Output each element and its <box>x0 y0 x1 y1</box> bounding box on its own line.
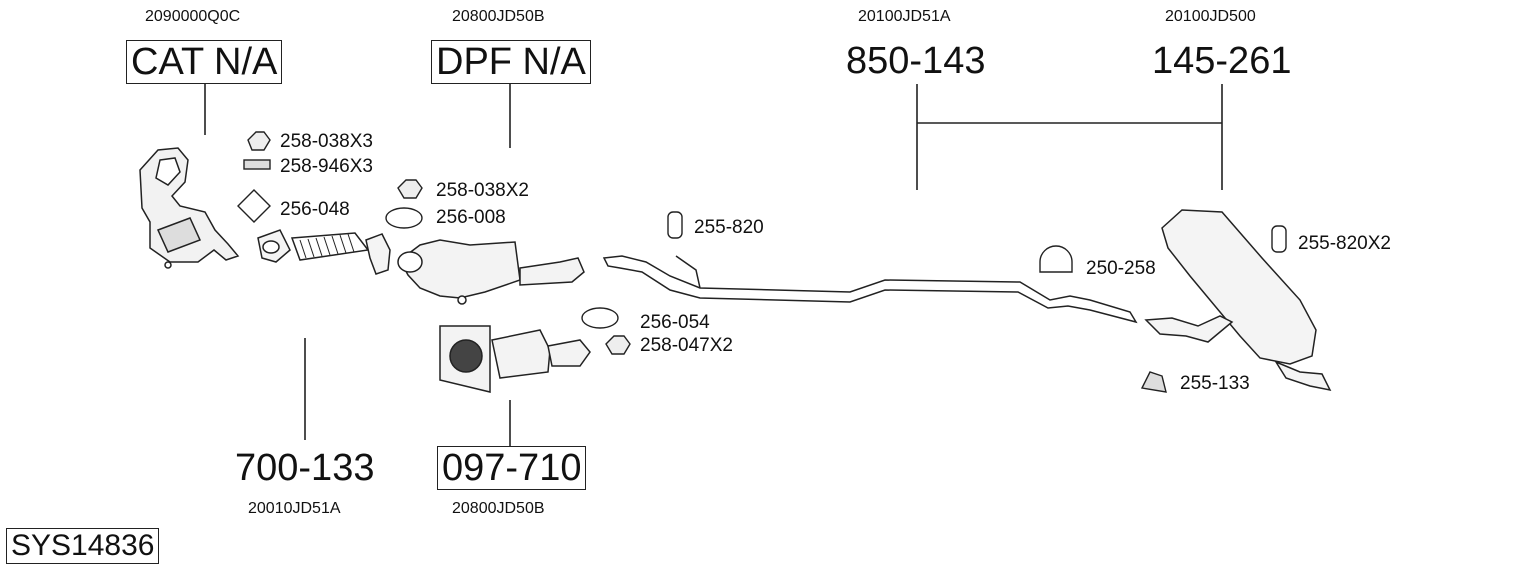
part-rear[interactable]: 145-261 <box>1152 40 1292 82</box>
label-p9[interactable]: 250-258 <box>1086 258 1156 279</box>
label-p6[interactable]: 255-820 <box>694 217 764 238</box>
oem-flexpipe: 20010JD51A <box>248 500 341 517</box>
oem-cat: 2090000Q0C <box>145 8 241 25</box>
gasket-icon <box>237 189 271 223</box>
system-code: SYS14836 <box>6 528 160 564</box>
catalytic-converter <box>139 147 240 269</box>
oem-center: 20100JD51A <box>858 8 951 25</box>
nut-icon <box>247 131 271 151</box>
stud-icon <box>243 159 271 170</box>
part-flexpipe[interactable]: 700-133 <box>235 447 375 489</box>
dpf-alt <box>439 325 591 393</box>
rubber-mount-icon <box>1140 371 1167 393</box>
label-p5[interactable]: 256-008 <box>436 207 506 228</box>
rear-muffler <box>1144 209 1332 392</box>
nut-icon <box>605 335 631 355</box>
part-dpf[interactable]: DPF N/A <box>431 40 591 84</box>
flex-pipe <box>257 229 391 275</box>
oem-dpf2: 20800JD50B <box>452 500 545 517</box>
nut-icon <box>397 179 423 199</box>
hanger-icon <box>1271 225 1287 253</box>
oem-dpf: 20800JD50B <box>452 8 545 25</box>
gasket-icon <box>581 307 619 329</box>
label-p2[interactable]: 258-946X3 <box>280 156 373 177</box>
label-p8[interactable]: 258-047X2 <box>640 335 733 356</box>
label-p3[interactable]: 256-048 <box>280 199 350 220</box>
hanger-icon <box>667 211 683 239</box>
gasket-icon <box>385 207 423 229</box>
label-p7[interactable]: 256-054 <box>640 312 710 333</box>
dpf-unit <box>397 239 585 305</box>
label-p10[interactable]: 255-820X2 <box>1298 233 1391 254</box>
oem-rear: 20100JD500 <box>1165 8 1256 25</box>
part-dpf2[interactable]: 097-710 <box>437 446 587 490</box>
label-p4[interactable]: 258-038X2 <box>436 180 529 201</box>
clamp-icon <box>1039 245 1073 273</box>
label-p11[interactable]: 255-133 <box>1180 373 1250 394</box>
part-center[interactable]: 850-143 <box>846 40 986 82</box>
part-cat[interactable]: CAT N/A <box>126 40 283 84</box>
label-p1[interactable]: 258-038X3 <box>280 131 373 152</box>
center-pipe <box>602 255 1138 324</box>
